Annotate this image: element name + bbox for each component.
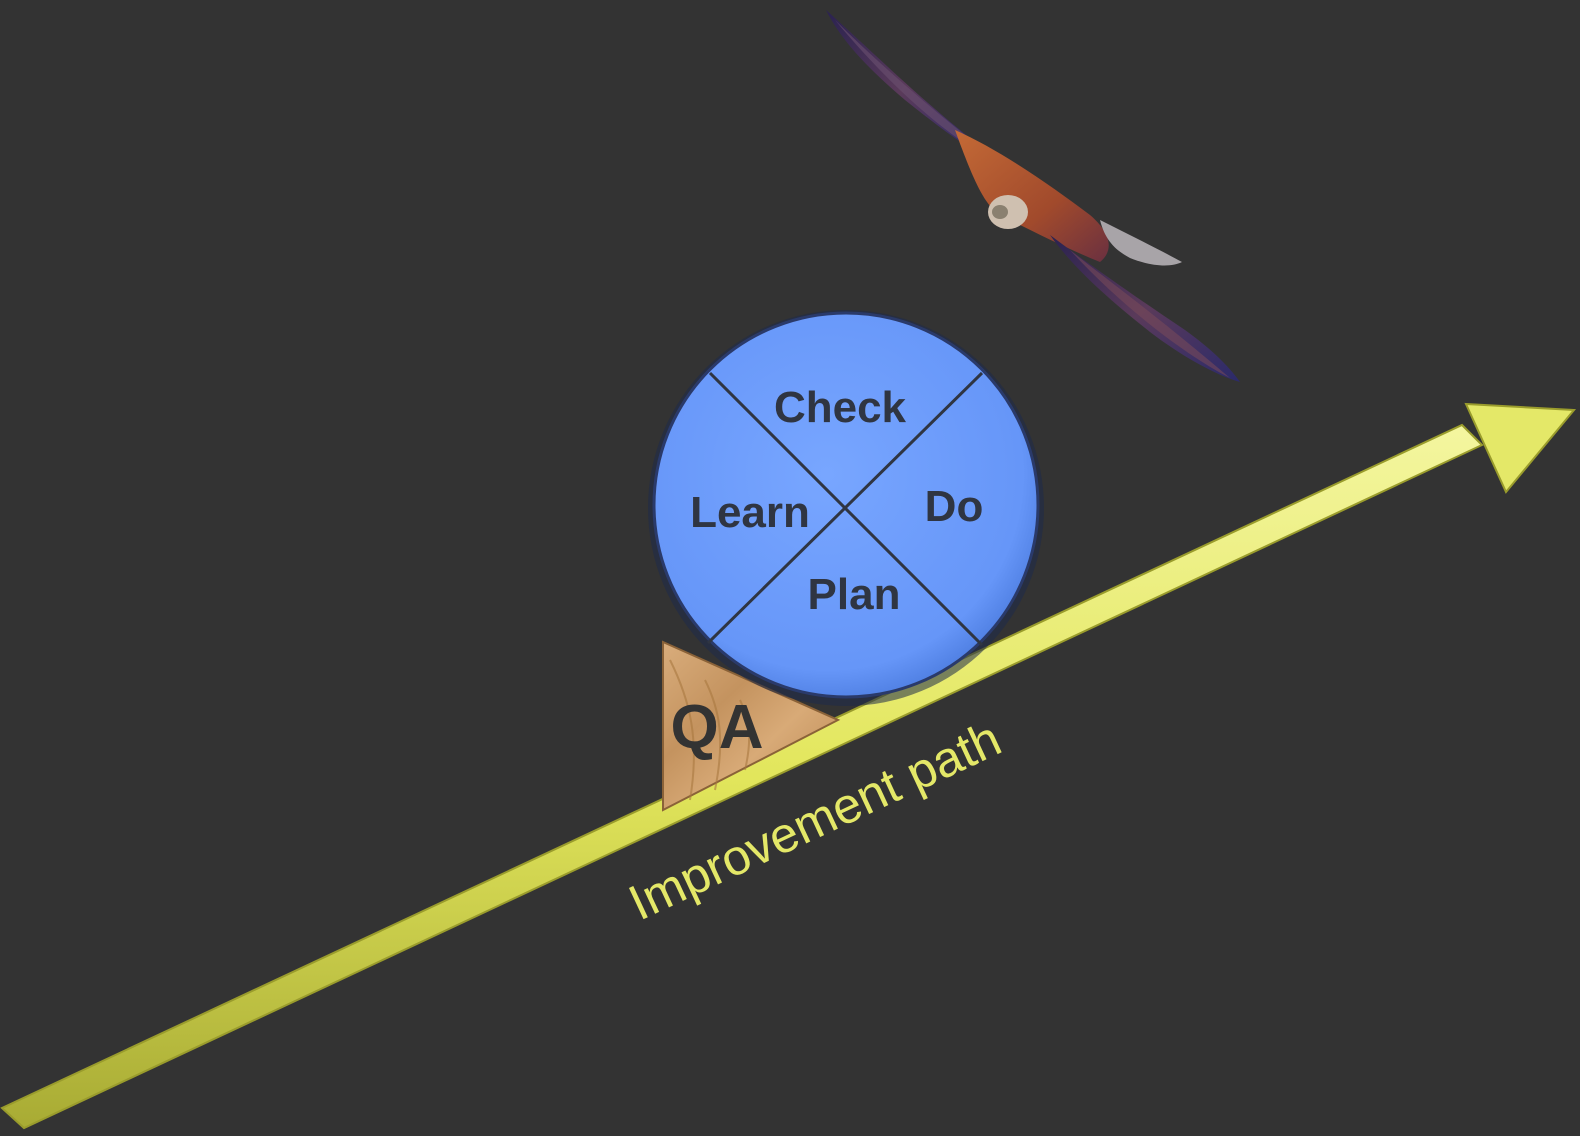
soaring-bird-icon	[826, 10, 1240, 382]
qa-label: QA	[671, 693, 764, 762]
wheel-label-check: Check	[774, 383, 907, 432]
wheel-label-learn: Learn	[690, 488, 810, 537]
wheel-label-do: Do	[925, 482, 984, 531]
wheel-label-plan: Plan	[808, 570, 901, 619]
pdca-wheel	[648, 310, 1044, 706]
wheel-divider-2	[706, 371, 984, 645]
